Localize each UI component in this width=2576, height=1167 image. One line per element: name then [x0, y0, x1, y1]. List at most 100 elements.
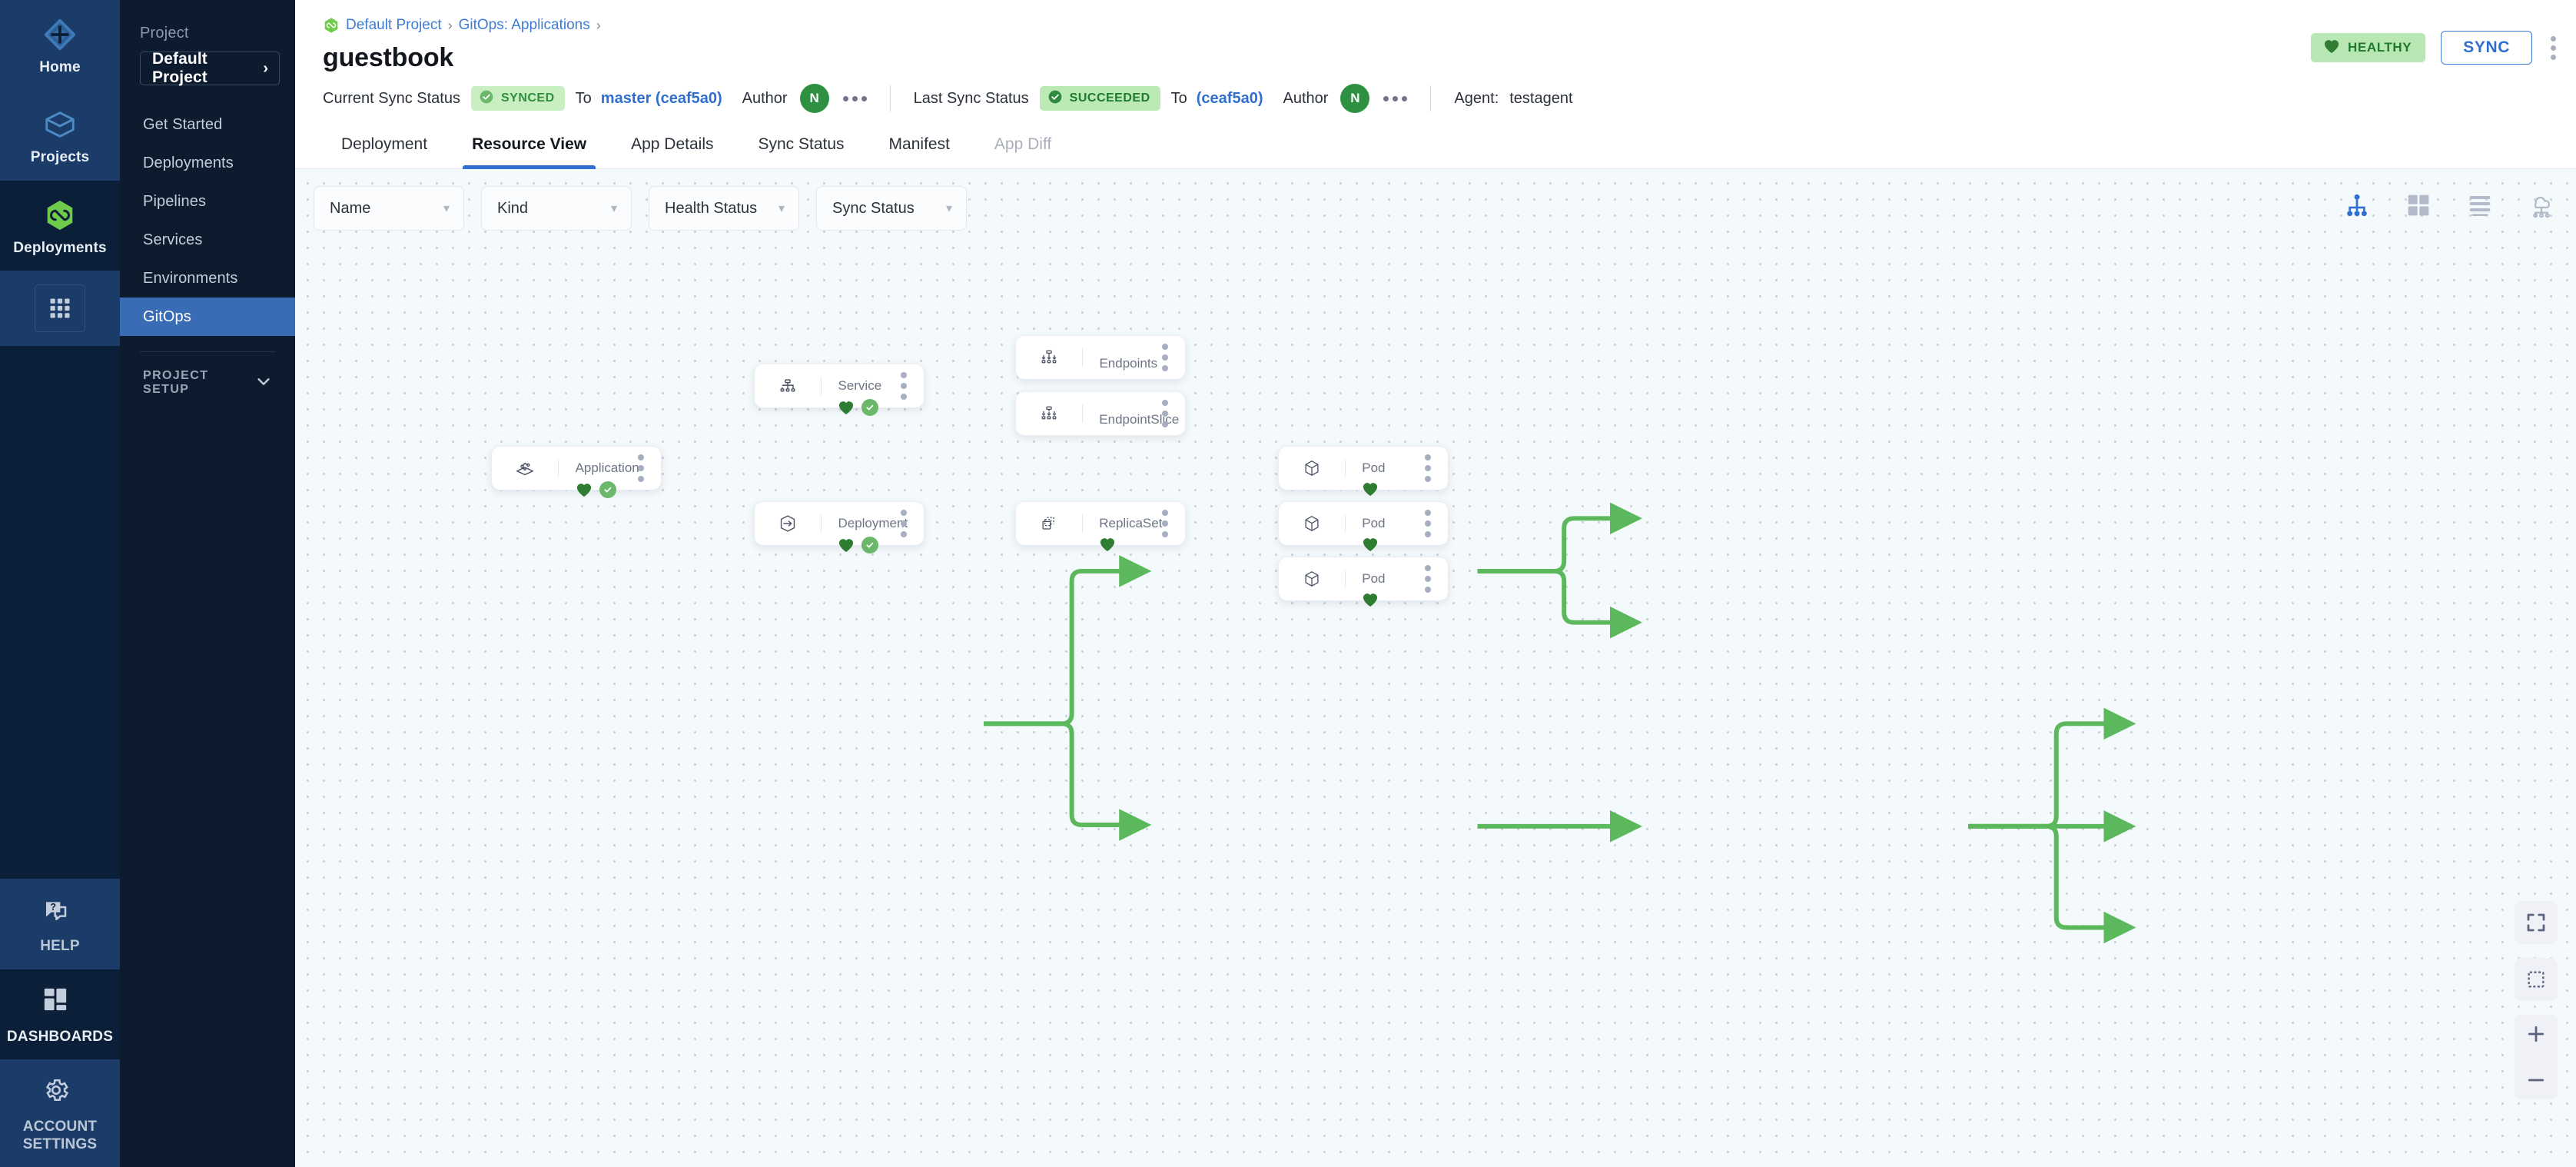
graph-node-deployment[interactable]: guestbook-ui Deployment	[754, 501, 925, 554]
node-body: guestbook-ui Deployment	[821, 502, 908, 554]
tab-sync-status[interactable]: Sync Status	[739, 120, 862, 168]
fit-screen-icon[interactable]	[2515, 901, 2558, 944]
filter-health-status[interactable]: Health Status ▾	[649, 186, 799, 231]
chevron-right-icon: ›	[263, 60, 268, 77]
graph-node-pod[interactable]: guestbook-ui-5b64f6959… Pod	[1278, 446, 1449, 497]
current-revision-link[interactable]: master (ceaf5a0)	[600, 89, 722, 107]
rail-item-label: Projects	[30, 149, 90, 166]
sidebar-item-get-started[interactable]: Get Started	[120, 105, 295, 144]
page-header: Default Project › GitOps: Applications ›…	[295, 0, 2576, 77]
svg-text:?: ?	[50, 903, 56, 913]
node-body: guestbook-ui-5b64f6959… Pod	[1345, 557, 1417, 607]
sidebar-item-services[interactable]: Services	[120, 221, 295, 259]
divider	[1430, 85, 1432, 111]
tab-label: Deployment	[341, 135, 428, 153]
breadcrumb-separator: ›	[447, 17, 453, 33]
sidebar-item-label: Get Started	[143, 115, 223, 133]
tab-resource-view[interactable]: Resource View	[453, 120, 605, 169]
node-more-options-icon[interactable]	[1154, 400, 1185, 427]
node-body: guestbook-ui Endpoints	[1082, 336, 1157, 379]
header-more-options-icon[interactable]	[2548, 33, 2559, 63]
graph-node-replicaset[interactable]: guestbook-ui-5b64f69597 ReplicaSet	[1015, 501, 1186, 552]
network-view-icon[interactable]	[2527, 191, 2556, 220]
rail-item-projects[interactable]: Projects	[0, 90, 120, 181]
breadcrumb: Default Project › GitOps: Applications ›	[323, 17, 601, 34]
rail-item-label: ACCOUNT SETTINGS	[22, 1119, 98, 1152]
pod-icon	[1279, 557, 1345, 600]
chevron-down-icon: ▾	[945, 202, 952, 215]
filter-name[interactable]: Name ▾	[314, 186, 464, 231]
heart-icon	[838, 400, 855, 415]
sidebar-item-pipelines[interactable]: Pipelines	[120, 182, 295, 221]
grid-view-icon[interactable]	[2404, 191, 2433, 220]
tab-app-details[interactable]: App Details	[612, 120, 732, 168]
node-kind: Deployment	[838, 516, 908, 530]
tab-deployment[interactable]: Deployment	[323, 120, 446, 168]
tab-label: App Details	[631, 135, 714, 153]
sync-status-bar: Current Sync Status SYNCED To master (ce…	[295, 77, 2576, 120]
last-author-label: Author	[1283, 89, 1329, 107]
filter-label: Health Status	[665, 199, 758, 217]
filter-bar: Name ▾ Kind ▾ Health Status ▾ Sync Statu…	[314, 186, 967, 231]
resource-graph-canvas[interactable]: Name ▾ Kind ▾ Health Status ▾ Sync Statu…	[295, 169, 2576, 1167]
rail-item-deployments[interactable]: Deployments	[0, 180, 120, 271]
tab-manifest[interactable]: Manifest	[871, 120, 968, 168]
node-more-options-icon[interactable]	[1154, 344, 1185, 371]
last-sync-status-chip: SUCCEEDED	[1039, 86, 1160, 111]
node-more-options-icon[interactable]	[893, 510, 924, 537]
heart-icon	[2323, 38, 2340, 58]
rail-item-account-settings[interactable]: ACCOUNT SETTINGS	[0, 1059, 120, 1167]
check-circle-icon	[861, 537, 879, 554]
node-status-icons	[1362, 537, 1409, 552]
check-circle-icon	[599, 481, 616, 498]
current-author-more-icon[interactable]	[842, 95, 867, 101]
zoom-out-icon[interactable]	[2515, 1065, 2558, 1096]
node-body: guestbook-ui-ncpmr EndpointSlice	[1082, 392, 1179, 435]
select-area-icon[interactable]	[2515, 958, 2558, 1001]
tree-view-icon[interactable]	[2342, 191, 2372, 220]
list-view-icon[interactable]	[2465, 191, 2495, 220]
graph-node-endpointslice[interactable]: guestbook-ui-ncpmr EndpointSlice	[1015, 391, 1186, 436]
node-more-options-icon[interactable]	[630, 454, 661, 482]
graph-node-service[interactable]: guestbook-ui Service	[754, 364, 925, 416]
node-more-options-icon[interactable]	[893, 372, 924, 400]
filter-sync-status[interactable]: Sync Status ▾	[816, 186, 967, 231]
sidebar-item-deployments[interactable]: Deployments	[120, 144, 295, 182]
rail-item-help[interactable]: ? HELP	[0, 879, 120, 969]
primary-nav-rail: Home Projects Deployme	[0, 0, 120, 1167]
filter-kind[interactable]: Kind ▾	[481, 186, 632, 231]
dashboards-icon	[42, 986, 78, 1022]
sidebar-item-gitops[interactable]: GitOps	[120, 298, 295, 336]
sidebar-project-setup[interactable]: PROJECT SETUP	[120, 366, 295, 400]
node-more-options-icon[interactable]	[1417, 510, 1448, 537]
rail-item-dashboards[interactable]: DASHBOARDS	[0, 969, 120, 1060]
filter-label: Kind	[497, 199, 529, 217]
node-kind: Pod	[1362, 571, 1386, 586]
sidebar-item-label: Environments	[143, 269, 238, 287]
last-author-more-icon[interactable]	[1383, 95, 1408, 101]
graph-node-pod[interactable]: guestbook-ui-5b64f6959… Pod	[1278, 501, 1449, 552]
rail-item-home[interactable]: Home	[0, 0, 120, 91]
rail-spacer	[0, 346, 120, 879]
zoom-controls	[2515, 1015, 2558, 1099]
graph-node-pod[interactable]: guestbook-ui-5b64f6959… Pod	[1278, 557, 1449, 607]
help-chat-icon: ?	[42, 896, 78, 931]
sync-button-label: SYNC	[2463, 38, 2510, 56]
graph-node-endpoints[interactable]: guestbook-ui Endpoints	[1015, 335, 1186, 380]
last-revision-link[interactable]: (ceaf5a0)	[1196, 89, 1263, 107]
node-more-options-icon[interactable]	[1417, 565, 1448, 593]
sync-button[interactable]: SYNC	[2441, 31, 2532, 65]
node-more-options-icon[interactable]	[1417, 454, 1448, 482]
heart-icon	[1362, 481, 1379, 497]
sidebar-item-environments[interactable]: Environments	[120, 259, 295, 298]
breadcrumb-item-default-project[interactable]: Default Project	[346, 17, 442, 33]
zoom-in-icon[interactable]	[2515, 1019, 2558, 1049]
graph-node-application[interactable]: guestbook Application	[491, 446, 662, 498]
current-sync-status-text: SYNCED	[500, 91, 555, 105]
breadcrumb-item-gitops-applications[interactable]: GitOps: Applications	[458, 17, 590, 33]
node-more-options-icon[interactable]	[1154, 510, 1185, 537]
project-sidebar: Project Default Project › Get Started De…	[120, 0, 295, 1167]
gear-icon	[42, 1076, 78, 1112]
project-selector[interactable]: Default Project ›	[140, 50, 280, 86]
rail-item-app-grid[interactable]	[0, 271, 120, 347]
